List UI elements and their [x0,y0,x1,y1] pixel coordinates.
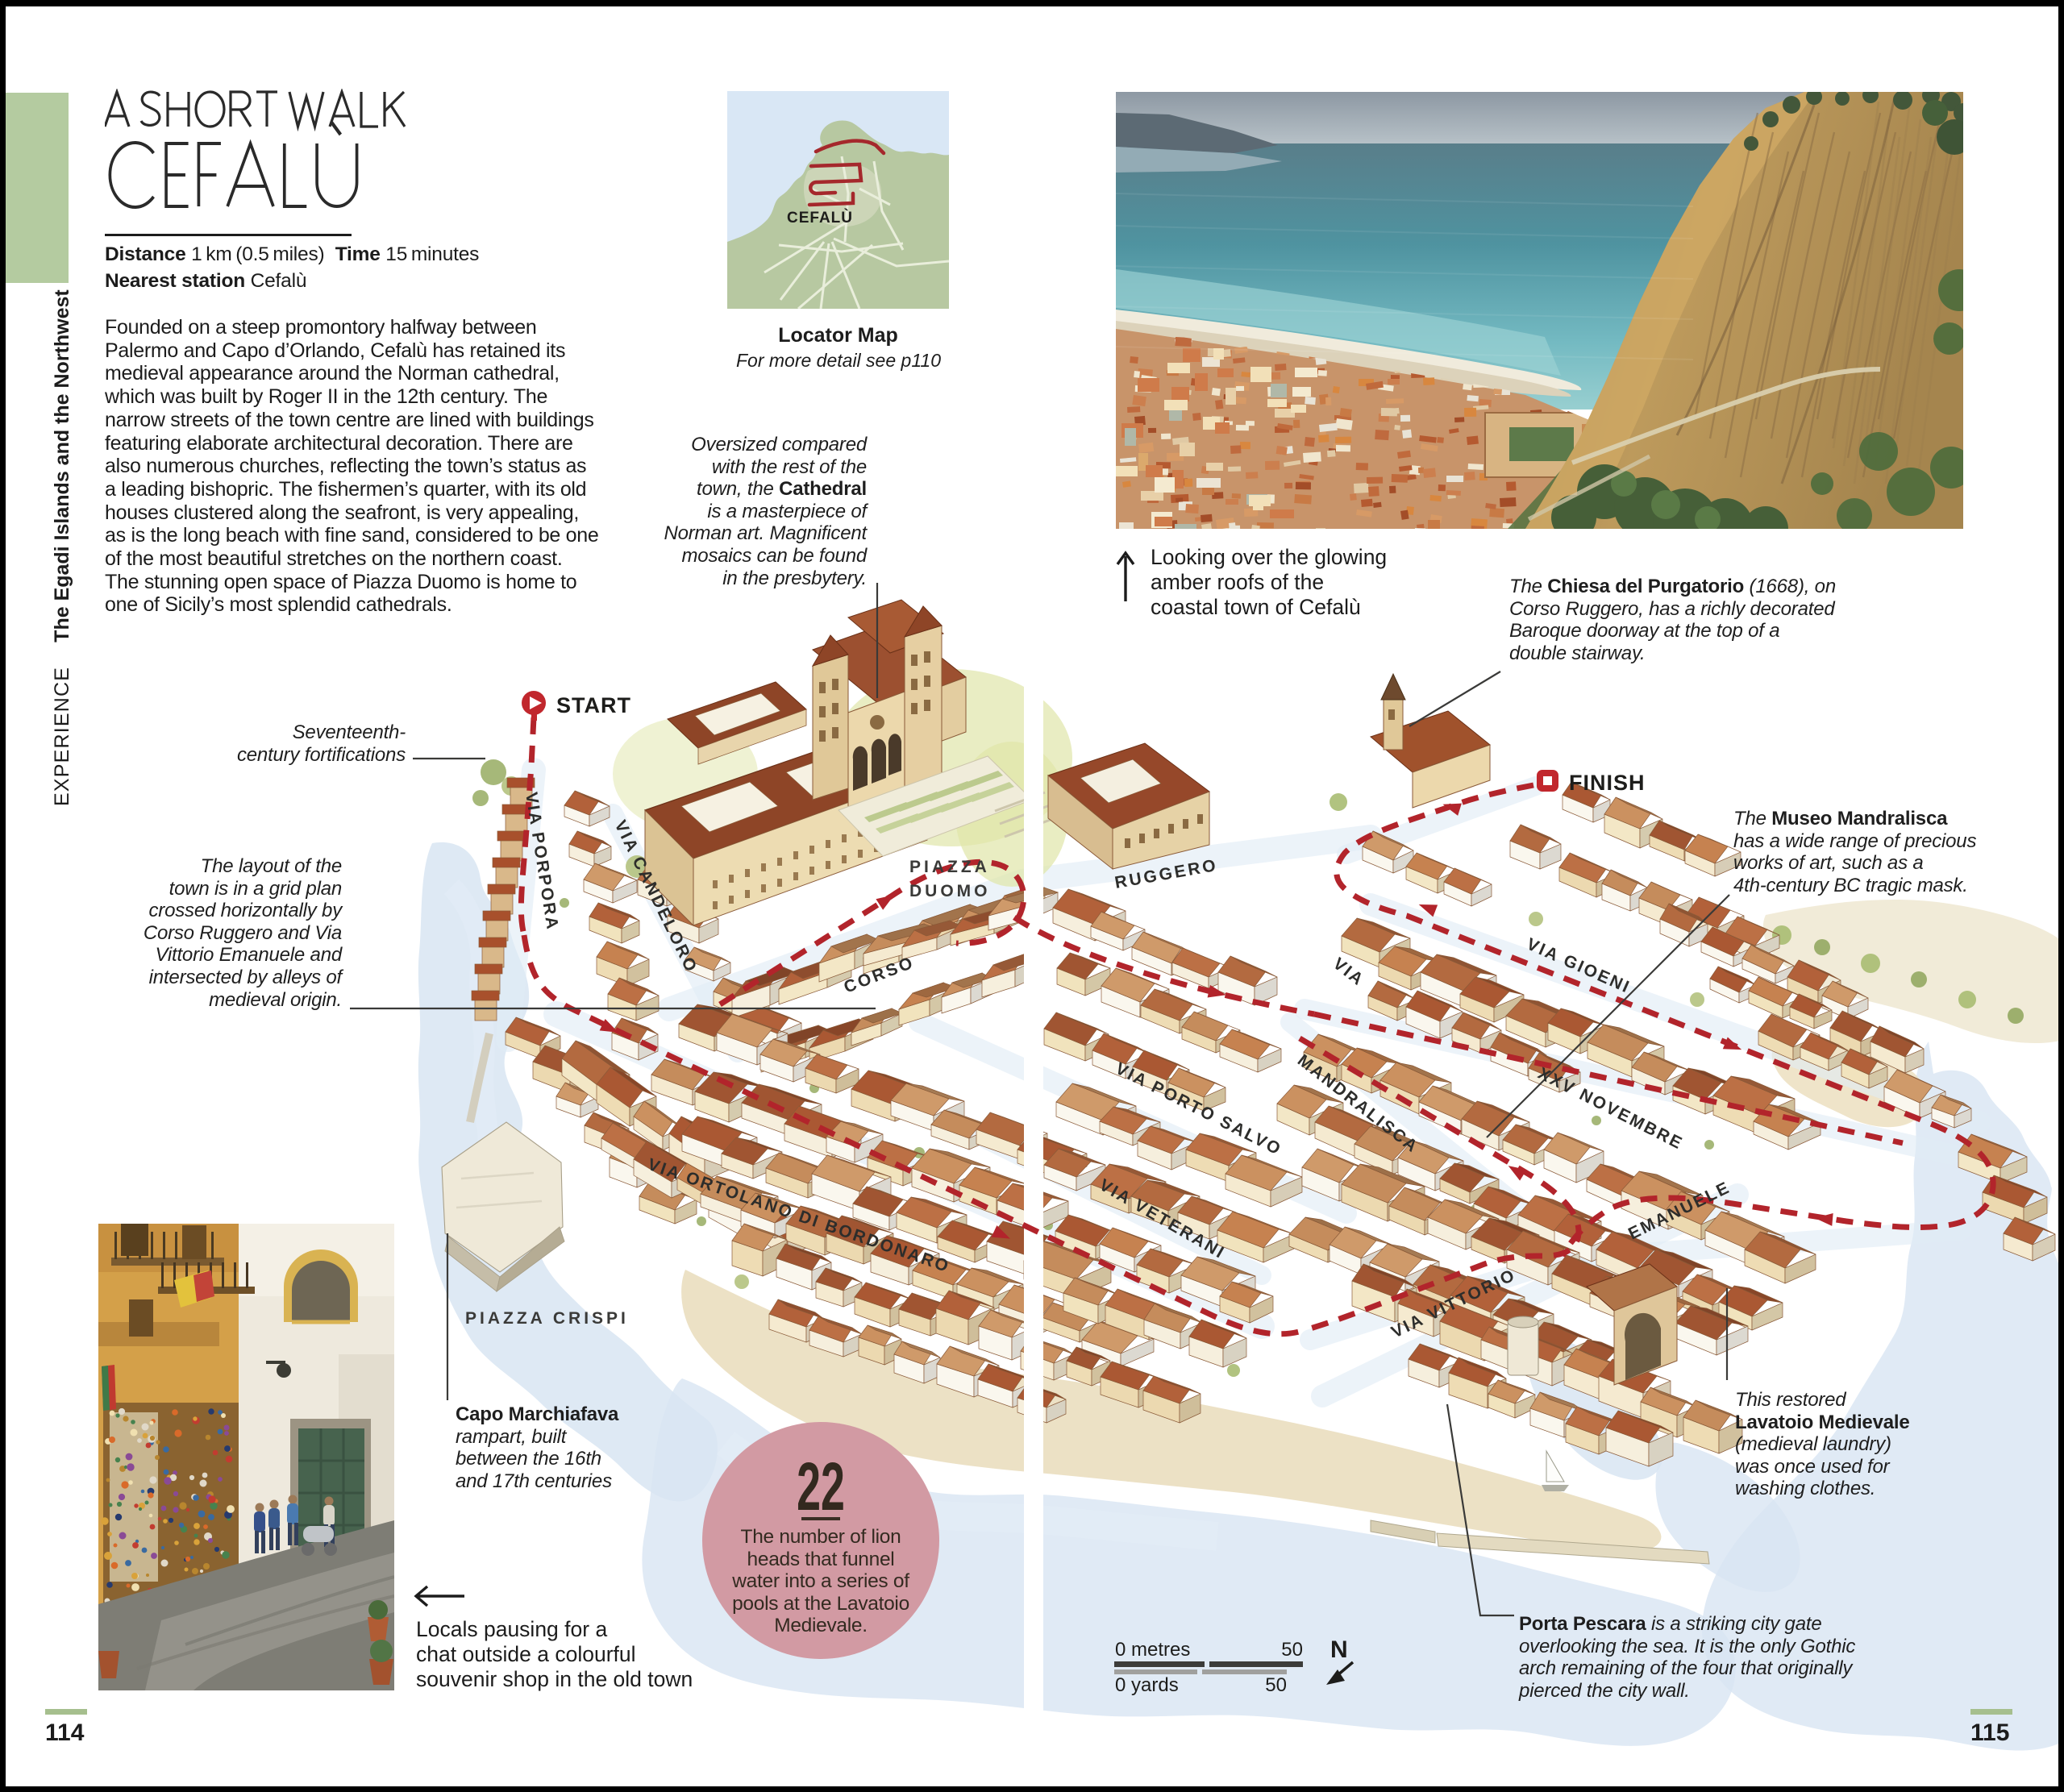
svg-text:START: START [556,693,631,717]
svg-text:0 metres: 0 metres [1115,1639,1190,1661]
svg-text:50: 50 [1281,1639,1303,1661]
svg-text:N: N [1330,1636,1348,1663]
svg-text:PIAZZA CRISPI: PIAZZA CRISPI [465,1309,629,1328]
svg-text:CEFALÙ: CEFALÙ [787,209,853,227]
svg-text:50: 50 [1265,1674,1287,1696]
svg-text:DUOMO: DUOMO [909,882,991,900]
svg-text:0 yards: 0 yards [1115,1674,1179,1696]
svg-text:FINISH: FINISH [1569,771,1646,795]
svg-text:PIAZZA: PIAZZA [909,858,990,876]
